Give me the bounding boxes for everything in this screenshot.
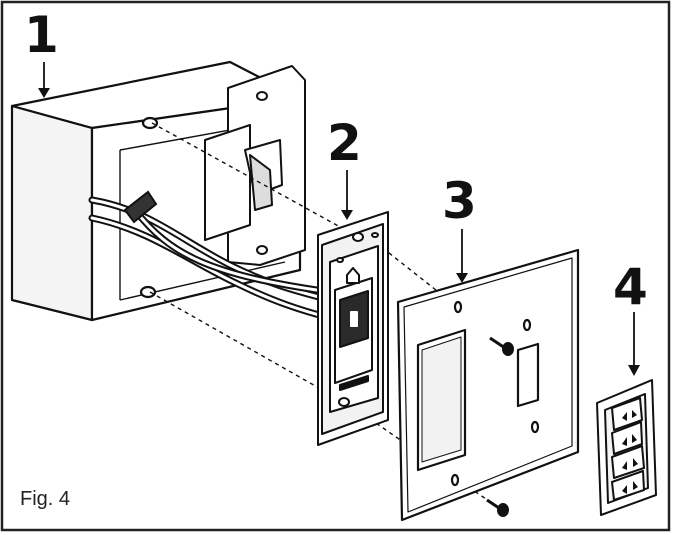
figure-caption: Fig. 4 [20,488,71,510]
wall-plate [396,248,580,522]
callout-1: 1 [24,6,59,64]
callout-3: 3 [442,172,477,230]
plate-screws [486,336,514,517]
wall-control-module [317,211,389,446]
callout-2: 2 [327,114,362,172]
callout-arrows [38,62,640,376]
old-toggle-switch [204,65,306,266]
callout-4: 4 [613,258,648,316]
remote-keypad [596,379,657,516]
wire-nut [123,190,158,224]
